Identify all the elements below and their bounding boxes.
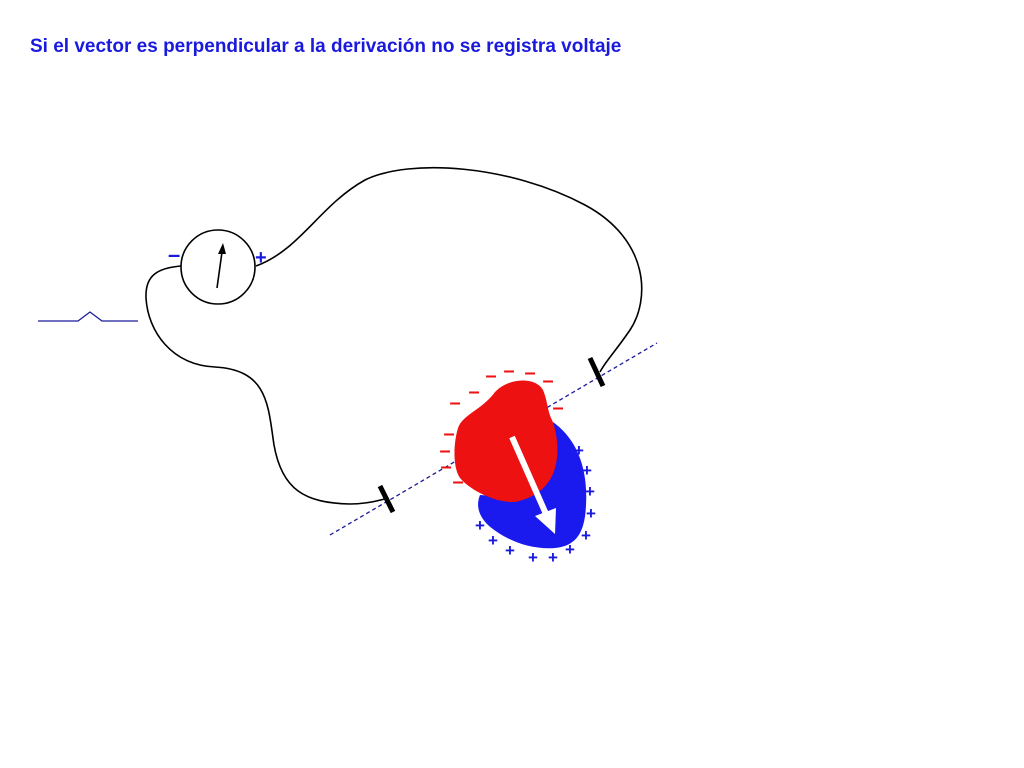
galvanometer-negative-label: –: [168, 242, 180, 267]
negative-charge-sign: –: [443, 423, 454, 445]
negative-charge-sign: –: [552, 397, 563, 419]
repolarized-region: [478, 420, 587, 549]
heart-vector-arrowhead-icon: [535, 508, 556, 534]
negative-charge-sign: –: [439, 440, 450, 462]
negative-charge-sign: –: [440, 456, 451, 478]
negative-charges: –––––––––––: [439, 360, 563, 493]
negative-charge-sign: –: [452, 471, 463, 493]
negative-charge-sign: –: [503, 360, 514, 382]
galvanometer-needle: [216, 251, 223, 289]
electrode-right: [587, 356, 606, 388]
positive-charge-sign: +: [565, 540, 575, 559]
galvanometer: – +: [168, 229, 267, 305]
positive-charge-sign: +: [475, 516, 485, 535]
positive-charge-sign: +: [582, 461, 592, 480]
positive-charge-sign: +: [488, 531, 498, 550]
positive-charge-sign: +: [548, 548, 558, 567]
positive-charge-sign: +: [574, 441, 584, 460]
positive-charge-sign: +: [528, 548, 538, 567]
needle-arrowhead-icon: [218, 243, 226, 254]
galvanometer-dial: [180, 229, 256, 305]
negative-charge-sign: –: [485, 365, 496, 387]
electrode-left: [377, 484, 396, 514]
positive-charge-sign: +: [585, 482, 595, 501]
ecg-trace: [38, 311, 138, 322]
negative-charge-sign: –: [524, 362, 535, 384]
positive-charges: +++++++++++: [475, 441, 596, 567]
negative-charge-sign: –: [542, 370, 553, 392]
slide-title: Si el vector es perpendicular a la deriv…: [30, 36, 622, 57]
heart: [454, 380, 587, 549]
heart-vector-shaft: [509, 435, 549, 516]
depolarized-region: [454, 380, 558, 503]
positive-charge-sign: +: [586, 504, 596, 523]
galvanometer-positive-label: +: [255, 247, 267, 269]
positive-charge-sign: +: [581, 526, 591, 545]
wire-negative: [145, 265, 389, 505]
negative-charge-sign: –: [468, 381, 479, 403]
negative-charge-sign: –: [449, 392, 460, 414]
wire-positive: [255, 166, 643, 373]
positive-charge-sign: +: [505, 541, 515, 560]
